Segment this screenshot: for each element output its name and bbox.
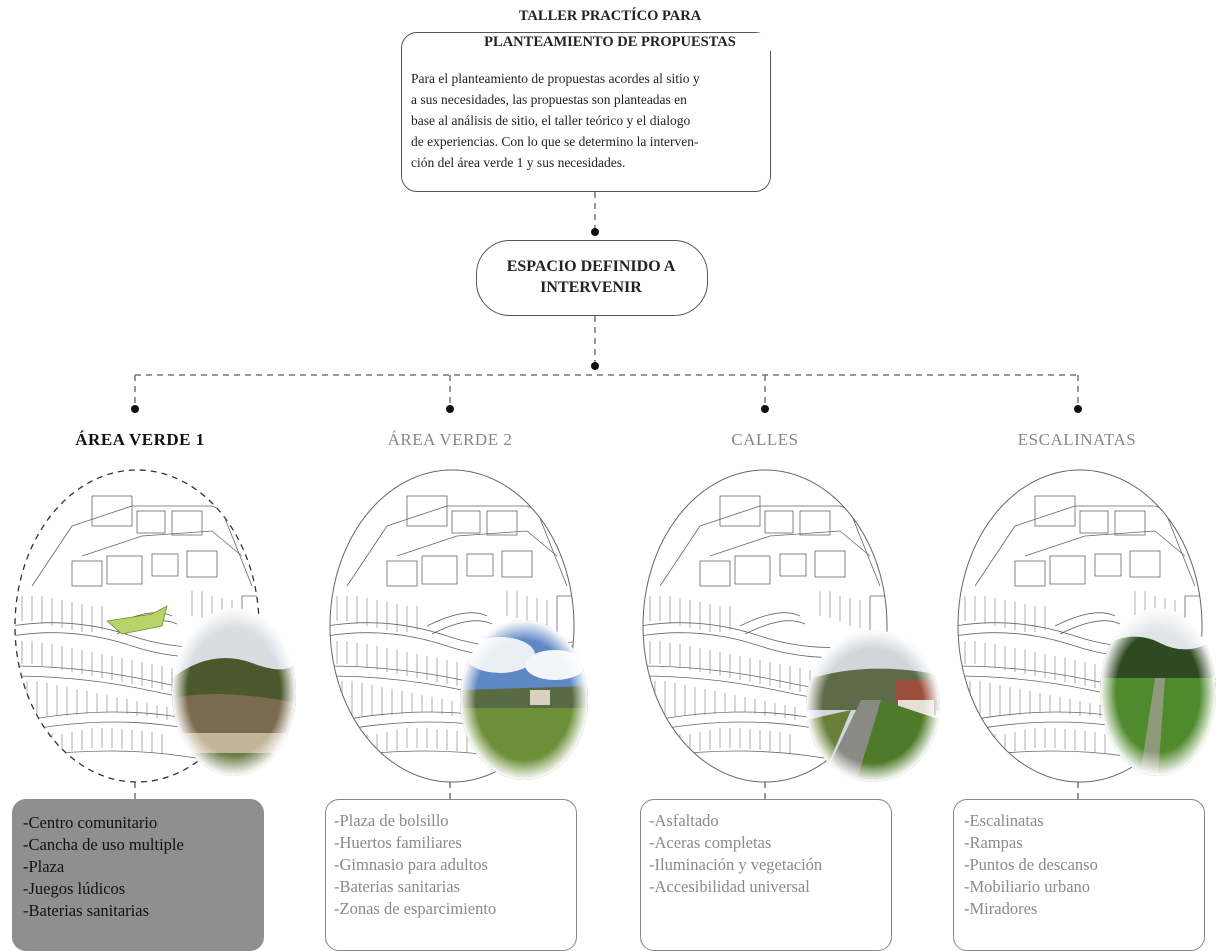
list-item: -Plaza de bolsillo bbox=[334, 811, 449, 830]
list-item: -Escalinatas bbox=[964, 811, 1044, 830]
description-line: ción del área verde 1 y sus necesidades. bbox=[411, 155, 626, 170]
green-area-highlight bbox=[106, 605, 168, 635]
description-line: de experiencias. Con lo que se determino… bbox=[411, 134, 699, 149]
proposal-box-area-verde-2: -Plaza de bolsillo -Huertos familiares -… bbox=[325, 799, 577, 951]
proposal-list-area-verde-1: -Centro comunitario -Cancha de uso multi… bbox=[13, 800, 263, 922]
column-title-calles: CALLES bbox=[731, 430, 799, 449]
list-item: -Aceras completas bbox=[649, 833, 772, 852]
defined-space-node bbox=[476, 240, 708, 316]
list-item: -Huertos familiares bbox=[334, 833, 462, 852]
proposal-box-area-verde-1: -Centro comunitario -Cancha de uso multi… bbox=[12, 799, 264, 951]
list-item: -Mobiliario urbano bbox=[964, 877, 1091, 896]
list-item: -Rampas bbox=[964, 833, 1023, 852]
list-item: -Iluminación y vegetación bbox=[649, 855, 823, 874]
list-item: -Baterias sanitarias bbox=[23, 901, 149, 920]
list-item: -Cancha de uso multiple bbox=[23, 835, 184, 854]
proposal-list-escalinatas: -Escalinatas -Rampas -Puntos de descanso… bbox=[954, 800, 1204, 920]
list-item: -Gimnasio para adultos bbox=[334, 855, 488, 874]
list-item: -Puntos de descanso bbox=[964, 855, 1098, 874]
list-item: -Asfaltado bbox=[649, 811, 719, 830]
photo-area-verde-2 bbox=[460, 620, 588, 780]
list-item: -Baterias sanitarias bbox=[334, 877, 460, 896]
list-item: -Juegos lúdicos bbox=[23, 879, 126, 898]
list-item: -Centro comunitario bbox=[23, 813, 158, 832]
column-title-area-verde-2: ÁREA VERDE 2 bbox=[387, 430, 513, 449]
photo-calles bbox=[806, 630, 940, 782]
defined-space-label: ESPACIO DEFINIDO A INTERVENIR bbox=[476, 256, 706, 298]
description-line: Para el planteamiento de propuestas acor… bbox=[411, 71, 700, 86]
column-title-escalinatas: ESCALINATAS bbox=[1017, 430, 1137, 449]
column-title-area-verde-1: ÁREA VERDE 1 bbox=[75, 430, 205, 449]
description-line: a sus necesidades, las propuestas son pl… bbox=[411, 92, 687, 107]
defined-space-line1: ESPACIO DEFINIDO A bbox=[506, 258, 676, 275]
proposal-box-calles: -Asfaltado -Aceras completas -Iluminació… bbox=[640, 799, 892, 951]
workshop-title-line2: PLANTEAMIENTO DE PROPUESTAS bbox=[484, 34, 736, 50]
photo-area-verde-1 bbox=[172, 608, 296, 776]
proposal-list-calles: -Asfaltado -Aceras completas -Iluminació… bbox=[641, 800, 891, 898]
list-item: -Accesibilidad universal bbox=[649, 877, 810, 896]
proposal-list-area-verde-2: -Plaza de bolsillo -Huertos familiares -… bbox=[326, 800, 576, 920]
list-item: -Miradores bbox=[964, 899, 1038, 918]
list-item: -Zonas de esparcimiento bbox=[334, 899, 497, 918]
proposal-box-escalinatas: -Escalinatas -Rampas -Puntos de descanso… bbox=[953, 799, 1205, 951]
description-line: base al análisis de sitio, el taller teó… bbox=[411, 113, 691, 128]
defined-space-line2: INTERVENIR bbox=[540, 279, 642, 296]
workshop-box bbox=[401, 32, 771, 192]
workshop-description: Para el planteamiento de propuestas acor… bbox=[411, 68, 763, 173]
photo-escalinatas bbox=[1100, 608, 1216, 776]
workshop-title-line1: TALLER PRACTÍCO PARA bbox=[518, 8, 702, 24]
workshop-title: TALLER PRACTÍCO PARA bbox=[430, 7, 790, 25]
list-item: -Plaza bbox=[23, 857, 65, 876]
workshop-title-line2-wrap: PLANTEAMIENTO DE PROPUESTAS bbox=[430, 33, 790, 51]
